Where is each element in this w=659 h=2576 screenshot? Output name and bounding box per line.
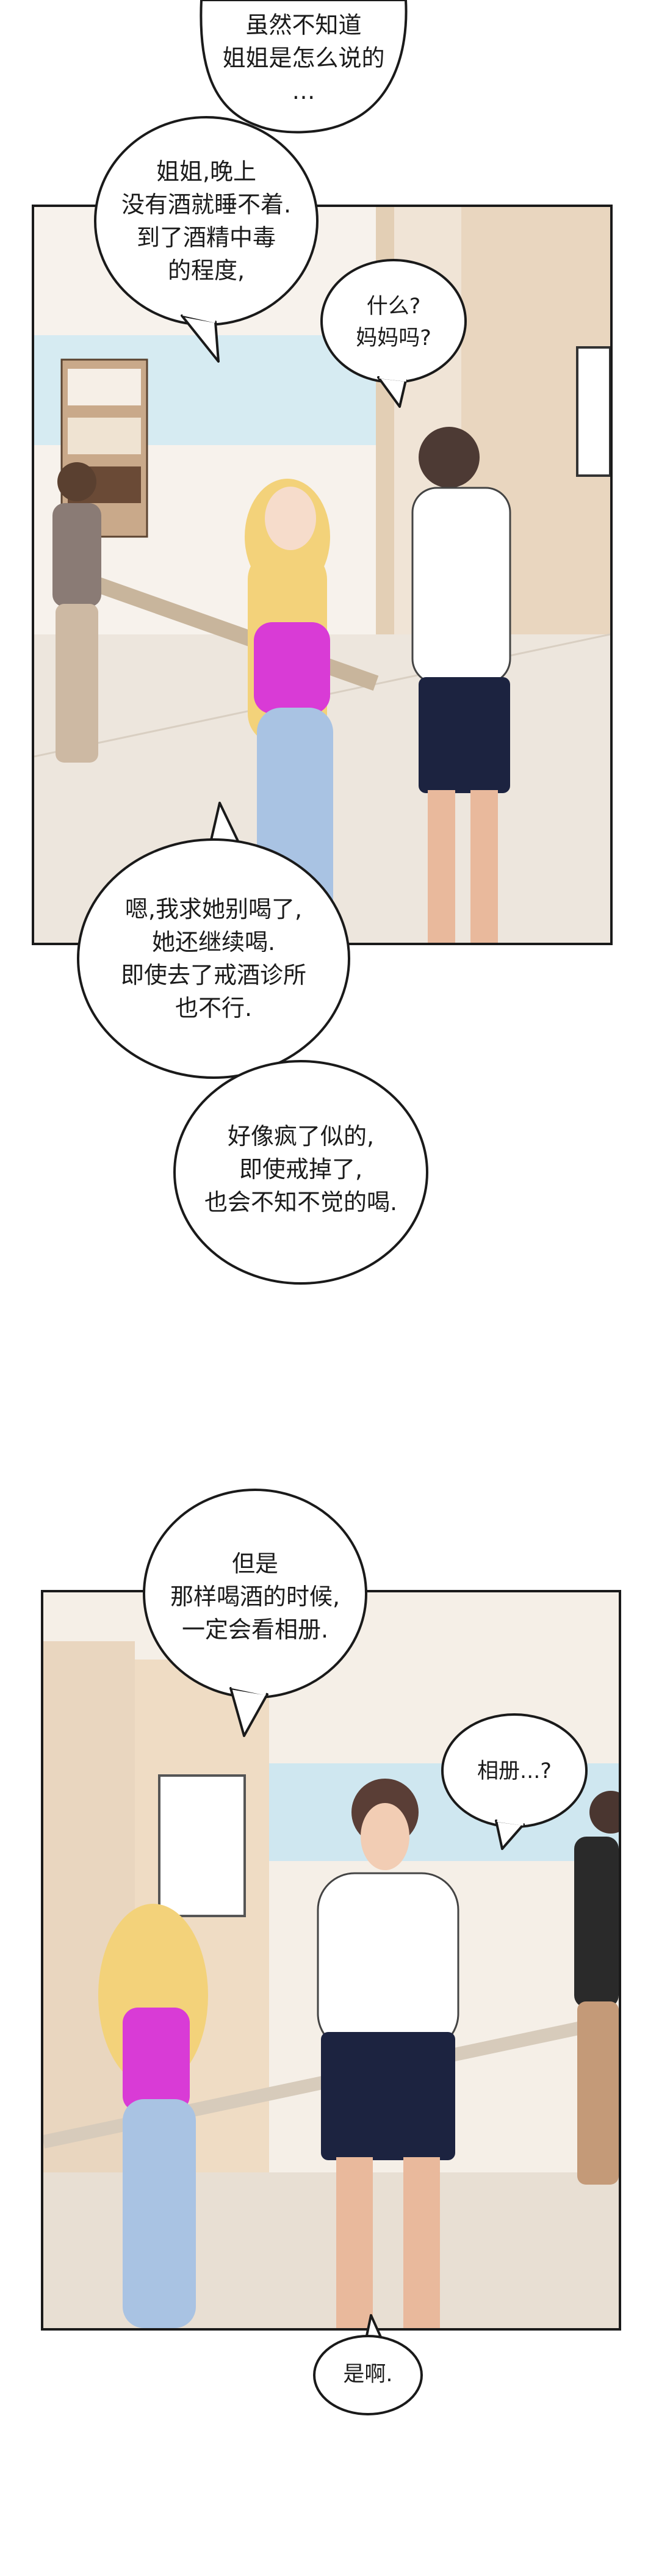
dialogue-text: 是啊. [343,2362,393,2387]
speech-bubble-1: 虽然不知道 姐姐是怎么说的 … [195,0,412,140]
bubble-shape [313,2314,423,2415]
dialogue-text: 虽然不知道 姐姐是怎么说的 … [222,12,385,104]
bubble-shape [200,0,408,134]
bubble-shape [320,259,467,408]
bubble-shape [173,1060,428,1285]
bubble-shape [143,1489,367,1737]
bubble-shape [94,116,319,363]
dialogue-text: 什么? 妈妈吗? [356,294,431,350]
speech-bubble-7: 相册...? [438,1710,591,1850]
dialogue-text: 嗯,我求她别喝了, 她还继续喝. 即使去了戒酒诊所 也不行. [120,896,306,1021]
dialogue-text: 姐姐,晚上 没有酒就睡不着. 到了酒精中毒 的程度, [121,158,292,284]
speech-bubble-5: 好像疯了似的, 即使戒掉了, 也会不知不觉的喝. [170,1050,432,1288]
dialogue-text: 相册...? [477,1759,552,1783]
speech-bubble-3: 什么? 妈妈吗? [317,255,470,408]
bubble-shape [77,802,350,1079]
speech-bubble-2: 姐姐,晚上 没有酒就睡不着. 到了酒精中毒 的程度, [90,108,322,365]
speech-bubble-8: 是啊. [310,2314,426,2418]
panel-corridor-walk [41,1590,621,2331]
dialogue-text: 好像疯了似的, 即使戒掉了, 也会不知不觉的喝. [204,1123,398,1216]
panel-2-art [43,1592,619,2328]
speech-bubble-4: 嗯,我求她别喝了, 她还继续喝. 即使去了戒酒诊所 也不行. [73,800,354,1081]
speech-bubble-6: 但是 那样喝酒的时候, 一定会看相册. [139,1481,371,1737]
bubble-shape [441,1713,588,1850]
dialogue-text: 但是 那样喝酒的时候, 一定会看相册. [170,1550,340,1643]
